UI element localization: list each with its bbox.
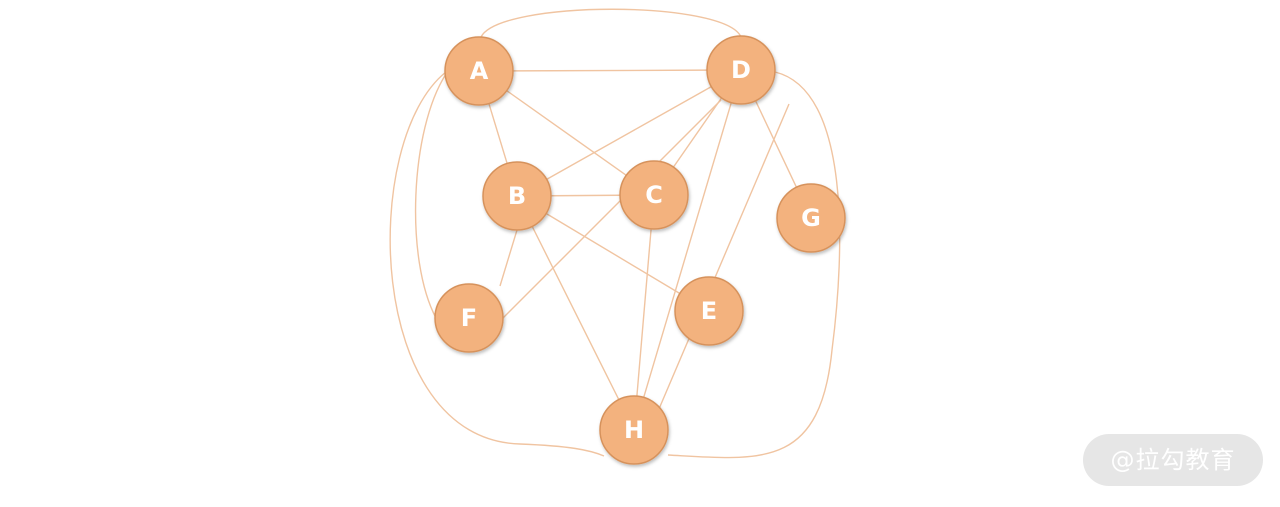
edge-d-h-curved [667, 71, 841, 459]
edge-c-h [636, 228, 652, 397]
edge-a-f [414, 73, 447, 319]
node-c: C [619, 160, 689, 230]
edge-d-h [643, 102, 732, 398]
node-label-c: C [645, 181, 663, 209]
node-circle [434, 283, 504, 353]
edge-b-f [499, 229, 518, 287]
node-circle [482, 161, 552, 231]
node-f: F [434, 283, 504, 353]
node-h: H [599, 395, 669, 465]
node-label-b: B [508, 182, 526, 210]
node-label-a: A [470, 57, 489, 85]
edges-layer [389, 8, 841, 459]
node-label-h: H [624, 416, 644, 444]
node-circle [706, 35, 776, 105]
edge-b-d [546, 86, 712, 180]
node-label-d: D [731, 56, 751, 84]
edge-a-h [389, 71, 605, 457]
edge-a-c [506, 90, 627, 176]
node-e: E [674, 276, 744, 346]
edge-b-h [531, 226, 620, 400]
nodes-layer: A B C D E F G H [434, 35, 846, 465]
node-circle [599, 395, 669, 465]
node-label-f: F [461, 304, 477, 332]
edge-a-b [488, 103, 508, 164]
node-label-g: G [801, 204, 821, 232]
edge-b-e [545, 212, 681, 295]
edge-e-h [649, 103, 790, 431]
node-circle [619, 160, 689, 230]
watermark: @拉勾教育 [1083, 434, 1263, 486]
node-circle [674, 276, 744, 346]
node-g: G [776, 183, 846, 253]
node-label-e: E [701, 297, 717, 325]
node-a: A [444, 36, 514, 106]
edge-d-g [754, 100, 798, 188]
node-d: D [706, 35, 776, 105]
edge-a-d-curved [480, 8, 742, 38]
edge-d-c [672, 97, 723, 168]
edge-d-f [502, 99, 722, 319]
edge-a-d [512, 69, 708, 72]
node-b: B [482, 161, 552, 231]
edge-b-c [550, 194, 621, 197]
node-circle [776, 183, 846, 253]
node-circle [444, 36, 514, 106]
